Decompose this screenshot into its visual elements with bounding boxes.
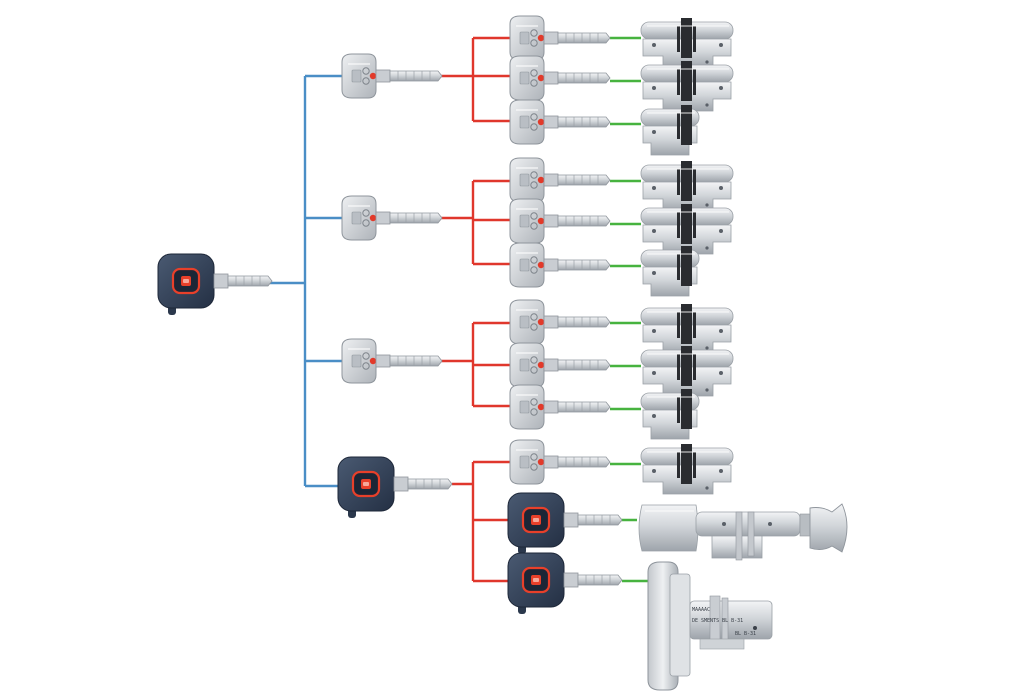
group-key-fob-icon-4	[336, 455, 454, 520]
user-key-icon-2-2	[509, 198, 611, 244]
double-cylinder-icon-3-2	[640, 345, 734, 397]
half-cylinder-icon-1-3	[640, 104, 700, 156]
master-connector	[270, 74, 342, 488]
user-key-icon-2-1	[509, 157, 611, 203]
group-key-icon-3	[341, 338, 443, 384]
user-key-fob-icon-4-3	[506, 551, 624, 616]
double-cylinder-icon-1-1	[640, 17, 734, 69]
escutcheon-cylinder-icon: MAAAAC DE SMENTS BL B-31 BL B-31	[647, 561, 773, 691]
double-cylinder-icon-2-1	[640, 160, 734, 212]
group-key-icon-1	[341, 53, 443, 99]
user-key-icon-1-3	[509, 99, 611, 145]
user-key-fob-icon-4-2	[506, 491, 624, 556]
half-cylinder-icon-3-3	[640, 388, 700, 440]
lock-cylinders: MAAAAC DE SMENTS BL B-31 BL B-31	[638, 17, 848, 691]
group-connector-2	[440, 179, 510, 266]
group-connector-3	[440, 321, 510, 408]
user-keys	[506, 15, 624, 616]
double-cylinder-icon-1-2	[640, 60, 734, 112]
user-key-icon-2-3	[509, 242, 611, 288]
group-connector-1	[440, 36, 510, 123]
double-cylinder-icon-4-1	[640, 443, 734, 495]
user-key-icon-1-1	[509, 15, 611, 61]
engraving-line-2: DE SMENTS BL B-31	[692, 618, 743, 624]
connector-lines	[270, 36, 648, 583]
user-key-icon-3-3	[509, 384, 611, 430]
knob-cylinder-icon	[638, 503, 848, 561]
group-key-icon-2	[341, 195, 443, 241]
engraving-line-1: MAAAAC	[692, 607, 710, 613]
root-key-fob-icon	[156, 252, 274, 317]
user-key-icon-4-1	[509, 439, 611, 485]
half-cylinder-icon-2-3	[640, 245, 700, 297]
group-connector-4	[452, 460, 510, 583]
user-key-icon-3-1	[509, 299, 611, 345]
engraving-line-3: BL B-31	[735, 631, 756, 637]
user-key-icon-3-2	[509, 342, 611, 388]
user-key-icon-1-2	[509, 55, 611, 101]
